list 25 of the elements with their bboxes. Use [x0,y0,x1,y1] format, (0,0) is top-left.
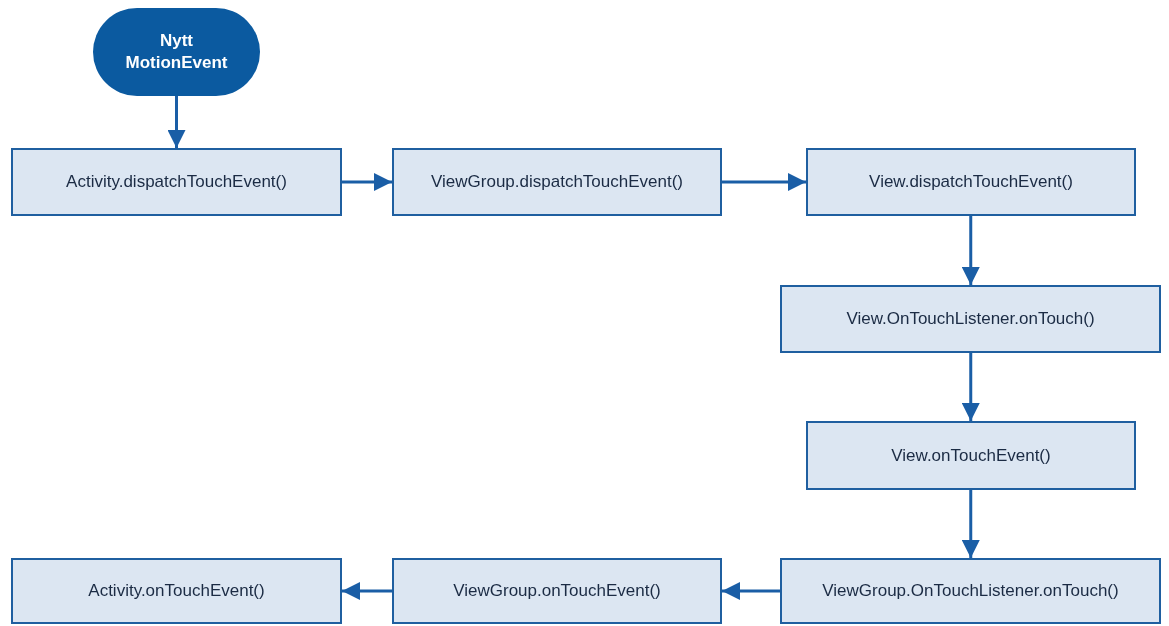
process-box [780,285,1161,353]
arrow [961,490,980,558]
arrow [722,173,806,191]
node-label: Activity.onTouchEvent() [87,581,266,601]
node-label: Nytt MotionEvent [124,30,229,74]
arrow [342,173,392,191]
node-label: View.dispatchTouchEvent() [868,172,1074,192]
arrow [722,582,780,600]
process-box [11,148,342,216]
node-label: View.onTouchEvent() [890,445,1052,466]
node-label: ViewGroup.OnTouchListener.onTouch() [821,581,1120,601]
arrow [961,216,980,285]
process-box [806,421,1136,490]
process-box [392,558,722,624]
arrow [961,353,980,421]
node-label: View.OnTouchListener.onTouch() [845,309,1096,329]
node-label: ViewGroup.dispatchTouchEvent() [430,172,684,192]
process-box [11,558,342,624]
process-box [392,148,722,216]
arrow [342,582,392,600]
process-box [806,148,1136,216]
process-box [780,558,1161,624]
node-label: Activity.dispatchTouchEvent() [65,172,288,192]
node-label: ViewGroup.onTouchEvent() [452,581,662,601]
arrow [167,96,186,148]
